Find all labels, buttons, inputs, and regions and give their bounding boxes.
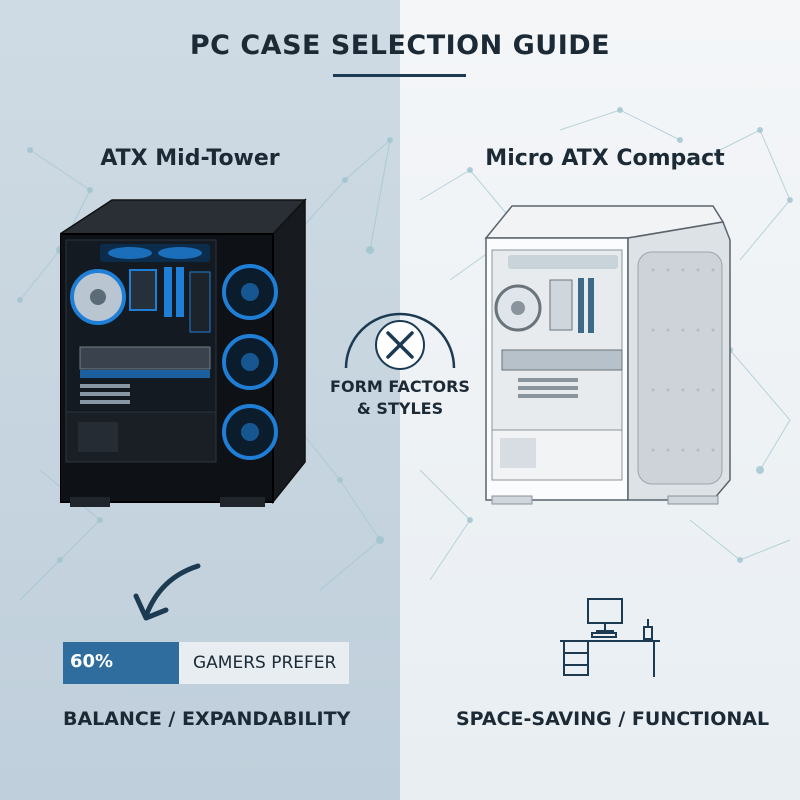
form-factors-badge: [344, 312, 456, 370]
title-underline: [333, 74, 466, 77]
micro-atx-tagline: SPACE-SAVING / FUNCTIONAL: [456, 708, 770, 730]
atx-tagline: BALANCE / EXPANDABILITY: [63, 708, 351, 730]
stat-value: 60%: [70, 651, 114, 672]
page-title: PC CASE SELECTION GUIDE: [189, 30, 611, 61]
micro-atx-heading: Micro ATX Compact: [485, 146, 725, 171]
micro-atx-compact-case-illustration: [484, 205, 731, 505]
desk-workstation-icon: [560, 598, 660, 677]
stat-bar-fill: [63, 642, 179, 684]
tools-icon: [386, 331, 414, 359]
form-factors-label: FORM FACTORS & STYLES: [322, 376, 478, 420]
curved-arrow-icon: [133, 563, 201, 621]
center-label-line-2: & STYLES: [356, 399, 444, 418]
center-label-line-1: FORM FACTORS: [330, 377, 470, 396]
atx-mid-tower-case-illustration: [60, 198, 307, 507]
stat-label: GAMERS PREFER: [193, 653, 337, 673]
stat-bar-track: [179, 642, 349, 684]
atx-heading: ATX Mid-Tower: [100, 146, 280, 171]
